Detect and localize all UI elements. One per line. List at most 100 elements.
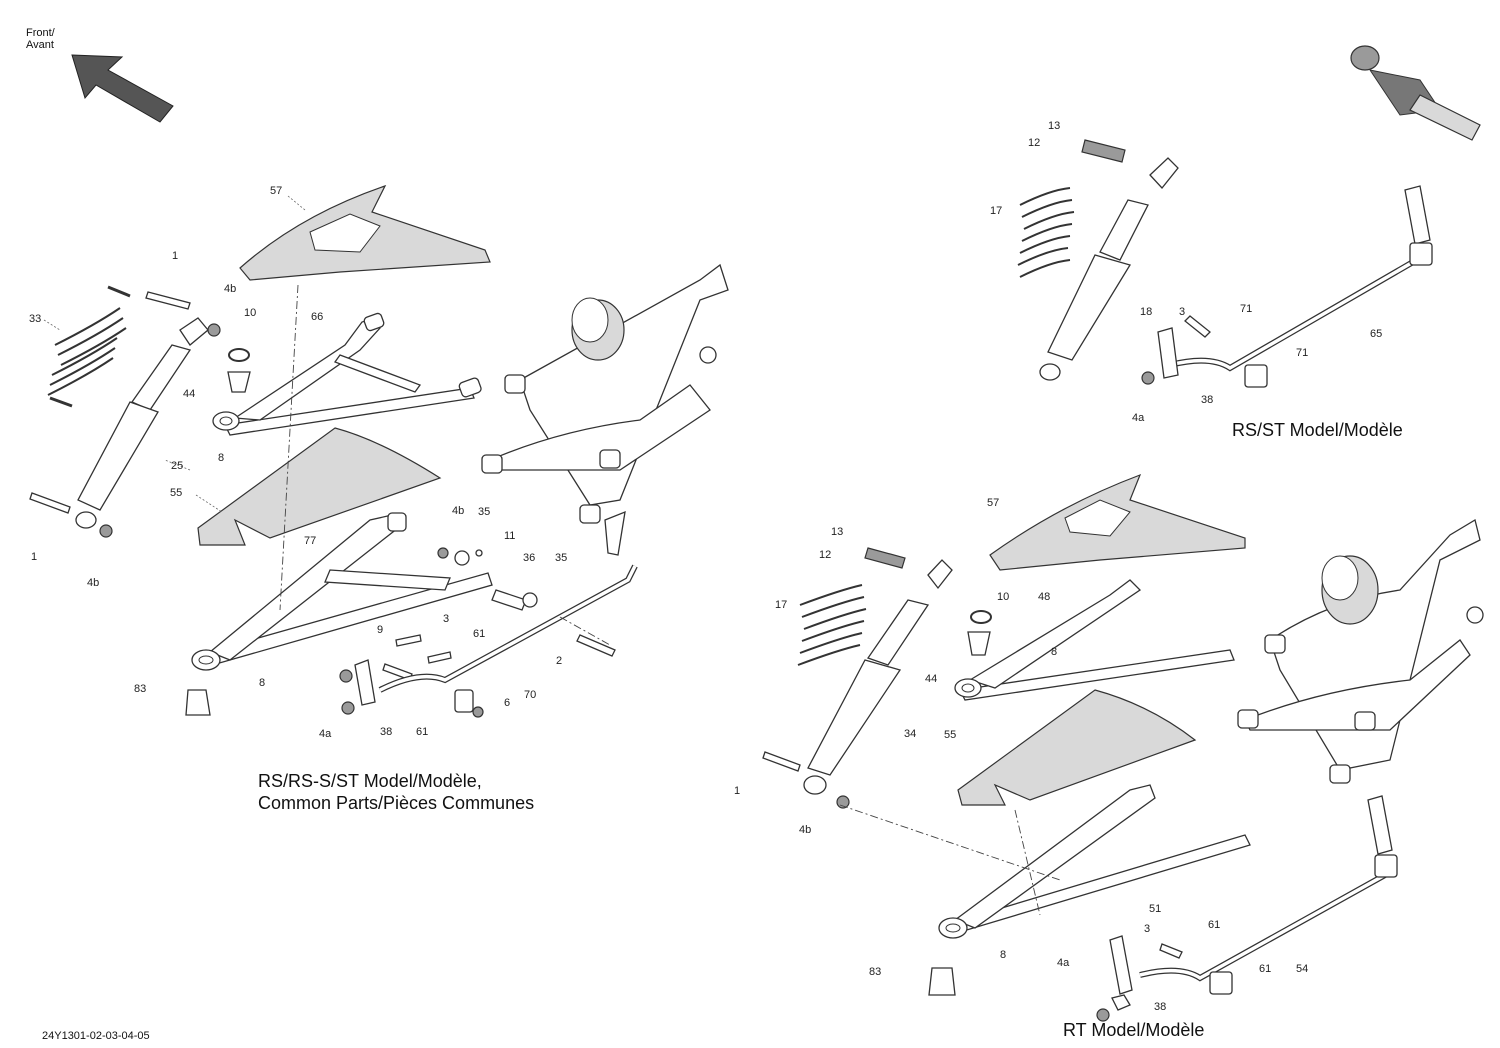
callouts-common: 57 1 4b 33 10 66 44 8 25 55 1 4b 77 4b 3…: [29, 185, 567, 740]
lower-a-arm-77: [191, 512, 493, 671]
callout: 70: [524, 689, 536, 701]
callout: 55: [170, 487, 182, 499]
callout: 6: [504, 697, 510, 709]
callout: 4a: [1057, 957, 1070, 969]
callouts-rt: 57 13 12 10 48 17 8 44 34 55 1 4b 51 3 6…: [734, 497, 1308, 1013]
callout: 34: [904, 728, 916, 740]
callout: 9: [377, 624, 383, 636]
spring-33: [47, 285, 131, 408]
callout: 51: [1149, 903, 1161, 915]
callout: 4b: [224, 283, 236, 295]
callout: 61: [1208, 919, 1220, 931]
callout: 8: [218, 452, 224, 464]
callout: 38: [380, 726, 392, 738]
callout: 36: [523, 552, 535, 564]
callout: 10: [997, 591, 1009, 603]
callout: 10: [244, 307, 256, 319]
callout: 61: [473, 628, 485, 640]
orientation-line2: Avant: [26, 39, 54, 51]
callout: 83: [869, 966, 881, 978]
callout: 4b: [799, 824, 811, 836]
callout: 38: [1154, 1001, 1166, 1013]
callout: 48: [1038, 591, 1050, 603]
callout: 13: [831, 526, 843, 538]
callout: 8: [1051, 646, 1057, 658]
callout: 11: [504, 530, 515, 542]
shock-rendering: [1350, 45, 1481, 141]
callout: 44: [925, 673, 937, 685]
callout: 17: [990, 205, 1002, 217]
callout: 77: [304, 535, 316, 547]
callout: 4a: [1132, 412, 1145, 424]
upper-a-arm-48: [954, 579, 1235, 701]
front-arrow-icon: [71, 54, 174, 123]
caption-rs-st: RS/ST Model/Modèle: [1232, 420, 1403, 440]
hardware-common: [29, 291, 616, 718]
spring-17-rt: [797, 584, 867, 666]
callout: 1: [31, 551, 37, 563]
callout: 61: [416, 726, 428, 738]
callout: 4b: [87, 577, 99, 589]
callout: 8: [1000, 949, 1006, 961]
callout: 71: [1296, 347, 1308, 359]
callout: 66: [311, 311, 323, 323]
callout: 8: [259, 677, 265, 689]
upper-a-arm-66: [212, 312, 482, 436]
common-parts-group: 57 1 4b 33 10 66 44 8 25 55 1 4b 77 4b 3…: [29, 184, 729, 740]
callout: 13: [1048, 120, 1060, 132]
callout: 3: [1179, 306, 1185, 318]
callout: 57: [270, 185, 282, 197]
callout: 33: [29, 313, 41, 325]
rs-st-parts-group: 13 12 17 18 3 71 65 71 4a 38: [990, 45, 1481, 424]
callout: 54: [1296, 963, 1308, 975]
callout: 65: [1370, 328, 1382, 340]
leader-lines-common: [43, 195, 611, 646]
leader-lines-rt: [839, 804, 1061, 916]
callout: 3: [1144, 923, 1150, 935]
a-arm-protector-55: [197, 427, 442, 546]
orientation-line1: Front/: [26, 27, 55, 39]
callout: 61: [1259, 963, 1271, 975]
suspension-assembly-rt: [1237, 518, 1484, 784]
caption-common: RS/RS-S/ST Model/Modèle, Common Parts/Pi…: [258, 770, 534, 814]
shock-absorber-34: [803, 547, 953, 795]
lower-a-arm-51: [938, 784, 1251, 939]
sway-bar-65: [1141, 185, 1433, 388]
callout: 35: [478, 506, 490, 518]
caption-rt: RT Model/Modèle: [1063, 1020, 1205, 1040]
callout: 38: [1201, 394, 1213, 406]
shock-absorber-18: [1039, 139, 1179, 381]
callout: 3: [443, 613, 449, 625]
rt-parts-group: 57 13 12 10 48 17 8 44 34 55 1 4b 51 3 6…: [734, 473, 1484, 1022]
callout: 57: [987, 497, 999, 509]
callout: 12: [819, 549, 831, 561]
callout: 35: [555, 552, 567, 564]
a-arm-protector-55-rt: [957, 689, 1197, 806]
spring-17-rsst: [1017, 187, 1075, 278]
skid-plate-opening: [309, 213, 381, 253]
suspension-assembly-common: [481, 263, 729, 524]
sway-bar-54: [762, 610, 1398, 1022]
callout: 71: [1240, 303, 1252, 315]
skid-plate-rt-opening: [1064, 499, 1131, 537]
sway-bar-70: [354, 510, 638, 706]
callout: 17: [775, 599, 787, 611]
callout: 12: [1028, 137, 1040, 149]
orientation-label: Front/ Avant: [26, 27, 55, 51]
callout: 18: [1140, 306, 1152, 318]
shock-absorber-25: [75, 317, 209, 529]
caption-common-line1: RS/RS-S/ST Model/Modèle,: [258, 771, 482, 791]
callout: 44: [183, 388, 195, 400]
caption-common-line2: Common Parts/Pièces Communes: [258, 793, 535, 813]
callout: 1: [172, 250, 178, 262]
callout: 4a: [319, 728, 332, 740]
callout: 1: [734, 785, 740, 797]
callout: 25: [171, 460, 183, 472]
callouts-rsst: 13 12 17 18 3 71 65 71 4a 38: [990, 120, 1382, 424]
drawing-code: 24Y1301-02-03-04-05: [42, 1030, 150, 1042]
callout: 4b: [452, 505, 464, 517]
callout: 83: [134, 683, 146, 695]
callout: 55: [944, 729, 956, 741]
callout: 2: [556, 655, 562, 667]
